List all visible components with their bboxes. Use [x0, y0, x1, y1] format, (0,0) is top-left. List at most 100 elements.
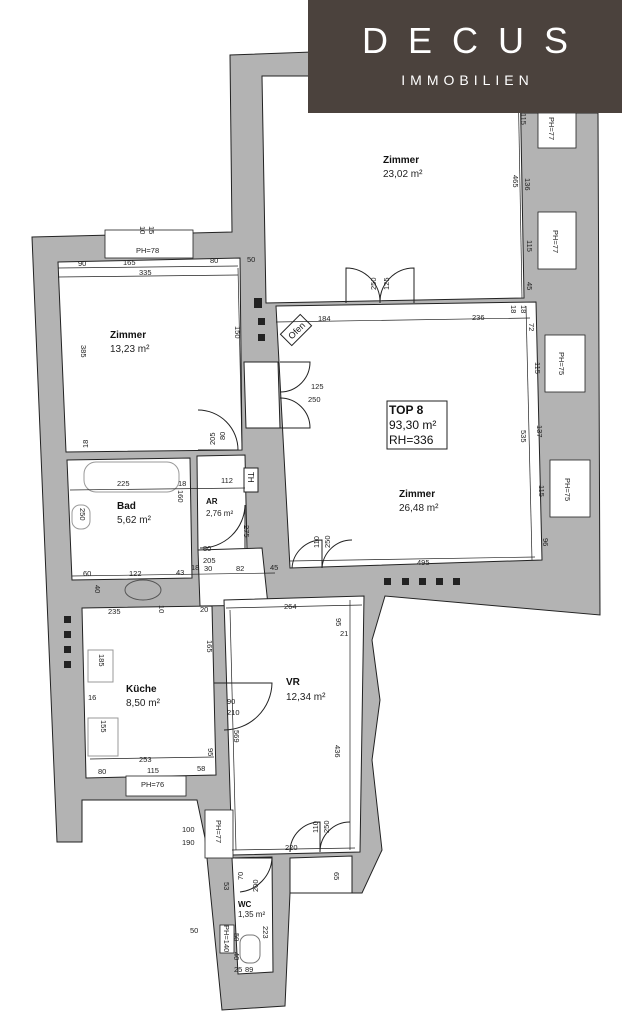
dimension-label: 50	[232, 933, 241, 941]
room-name: Bad	[117, 501, 136, 512]
dimension-label: 205	[203, 556, 216, 565]
dimension-label: 264	[284, 602, 297, 611]
dimension-label: 82	[236, 564, 244, 573]
dimension-label: 235	[108, 607, 121, 616]
dimension-label: 95	[206, 748, 215, 756]
room-area: 1,35 m²	[238, 910, 265, 919]
oven: Ofen	[279, 313, 313, 347]
dimension-label: 20	[200, 605, 208, 614]
window-height-label: PH=75	[563, 478, 572, 501]
dimension-label: 250	[78, 508, 87, 521]
dimension-label: 236	[472, 313, 485, 322]
room-name: Zimmer	[110, 330, 146, 341]
dimension-label: 436	[333, 745, 342, 758]
window-height-label: PH=77	[547, 117, 556, 140]
doors	[197, 267, 415, 893]
dimension-label: 200	[251, 879, 260, 892]
dimension-label: 569	[232, 730, 241, 743]
dimension-label: 18	[81, 440, 90, 448]
window-height-label: PH=75	[557, 352, 566, 375]
room-area: 12,34 m²	[286, 692, 326, 703]
room-area: 2,76 m²	[206, 509, 233, 518]
unit-number: TOP 8	[389, 403, 424, 417]
dimension-label: 25	[234, 965, 242, 974]
dimension-label: 80	[210, 256, 218, 265]
dimension-label: 122	[129, 569, 142, 578]
dimension-label: 10	[138, 226, 147, 234]
dimension-label: 185	[97, 654, 106, 667]
dimension-label: 40	[93, 585, 102, 593]
room-name: Zimmer	[383, 155, 419, 166]
room-name: Küche	[126, 684, 157, 695]
room-vr	[223, 595, 365, 856]
dimension-label: 225	[117, 479, 130, 488]
room-ar	[196, 454, 248, 551]
dimension-label: 53	[222, 882, 231, 890]
unit-summary: TOP 8 93,30 m² RH=336	[386, 400, 448, 450]
dimension-lines	[57, 75, 536, 851]
dimension-label: 535	[519, 430, 528, 443]
dimension-label: 250	[308, 395, 321, 404]
dimension-label: 90	[227, 697, 235, 706]
dimension-label: 223	[261, 926, 270, 939]
dimension-label: 220	[285, 843, 298, 852]
dimension-label: 250	[323, 535, 332, 548]
dimension-label: 150	[233, 326, 242, 339]
window-height-label: PH=77	[214, 820, 223, 843]
room-area: 23,02 m²	[383, 169, 423, 180]
dimension-label: 205	[208, 432, 217, 445]
dimension-label: 275	[242, 525, 251, 538]
dimension-label: 136	[523, 178, 532, 191]
th-label: TH	[246, 472, 255, 483]
dimension-label: 250	[322, 820, 331, 833]
room-wc	[231, 856, 274, 975]
dimension-label: 165	[123, 258, 136, 267]
dimension-label: 96	[541, 538, 550, 546]
dimension-label: 30	[204, 564, 212, 573]
dimension-label: 89	[245, 965, 253, 974]
dimension-label: 210	[227, 708, 240, 717]
dimension-label: 250	[369, 277, 378, 290]
dimension-label: 335	[139, 268, 152, 277]
dimension-label: 385	[79, 345, 88, 358]
dimension-label: 45	[270, 563, 278, 572]
dimension-label: 495	[417, 558, 430, 567]
window-height-label: PH=76	[141, 780, 164, 789]
dimension-label: 137	[535, 425, 544, 438]
dimension-label: 125	[382, 277, 391, 290]
dimension-label: 115	[537, 485, 546, 497]
dimension-label: 50	[190, 926, 198, 935]
dimension-label: 125	[311, 382, 324, 391]
windows	[104, 112, 591, 954]
dimension-label: 72	[527, 323, 536, 331]
unit-area: 93,30 m²	[389, 418, 436, 432]
dimension-label: 155	[99, 720, 108, 733]
dimension-label: 18	[178, 479, 186, 488]
entrance-niche	[289, 855, 353, 894]
dimension-label: 60	[83, 569, 91, 578]
th-box: TH	[243, 467, 259, 493]
dimension-label: 115	[519, 113, 528, 125]
dimension-label: 80	[203, 544, 211, 553]
dimension-label: 160	[176, 490, 185, 503]
fixtures	[71, 461, 261, 964]
room-name: VR	[286, 677, 301, 688]
dimension-label: 80	[98, 767, 106, 776]
dimension-label: 115	[525, 240, 534, 252]
dimension-label: 190	[182, 838, 195, 847]
dimension-label: 253	[139, 755, 152, 764]
dimension-label: 50	[247, 255, 255, 264]
room-labels: Zimmer 23,02 m² Zimmer 13,23 m² Zimmer 2…	[110, 155, 439, 919]
room-name: WC	[238, 900, 252, 909]
logo-brand: DECUS	[361, 20, 589, 61]
room-kueche	[81, 605, 217, 779]
room-name: AR	[206, 497, 218, 506]
window-labels: PH=78PH=77PH=77PH=75PH=75PH=76PH=77PH=14…	[136, 117, 572, 952]
dimension-label: 115	[533, 362, 542, 374]
room-area: 8,50 m²	[126, 698, 161, 709]
dimension-label: 465	[511, 175, 520, 188]
logo-subtitle: IMMOBILIEN	[401, 72, 534, 88]
dimension-label: 15	[147, 226, 156, 234]
dimension-label: 10	[157, 605, 166, 613]
